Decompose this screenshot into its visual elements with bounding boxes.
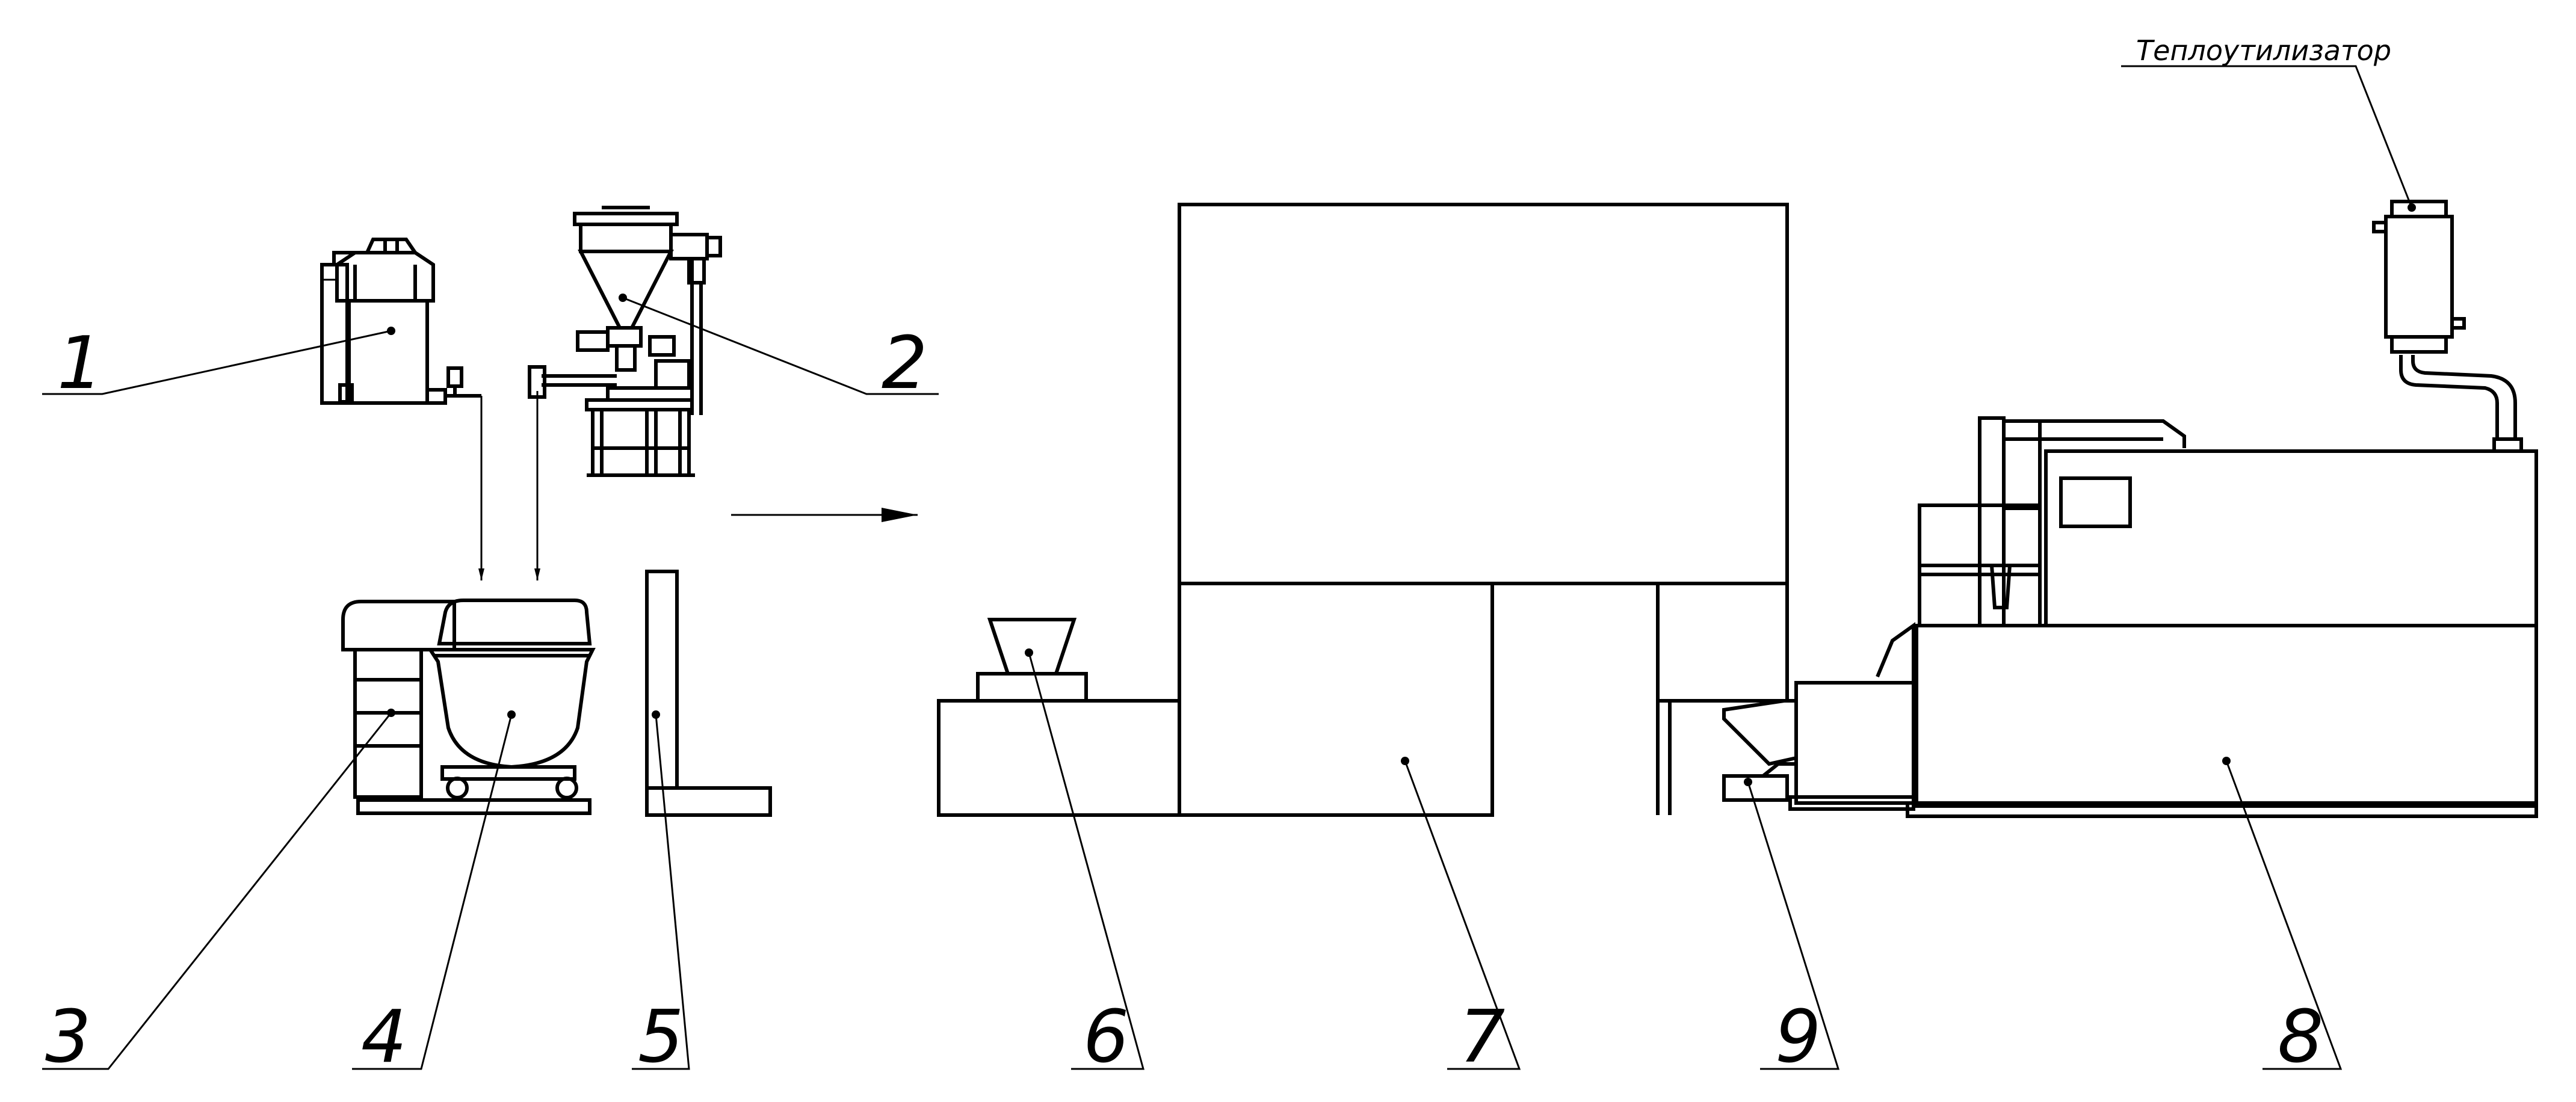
leader-lines: [42, 65, 2416, 1070]
equipment-1-water-tank: [320, 238, 481, 405]
callout-3: 3: [45, 996, 91, 1079]
equipment-6-7-proofer: [937, 203, 1789, 817]
equipment-8-oven: [1788, 355, 2538, 818]
callout-6: 6: [1083, 996, 1129, 1079]
heat-exchanger-label: Теплоутилизатор: [2136, 34, 2391, 67]
heat-exchanger: [2372, 200, 2466, 354]
equipment-2-flour-hopper: [528, 206, 722, 477]
callout-1: 1: [57, 322, 103, 405]
callout-2: 2: [882, 322, 927, 405]
callout-4: 4: [361, 996, 407, 1079]
equipment-5-stand: [645, 570, 772, 817]
callout-7: 7: [1459, 996, 1505, 1079]
callout-5: 5: [638, 996, 684, 1079]
equipment-3-4-dough-mixer: [341, 599, 596, 815]
equipment-9-loader: [1722, 699, 1798, 802]
callout-8: 8: [2278, 996, 2323, 1079]
callout-9: 9: [1775, 996, 1821, 1079]
